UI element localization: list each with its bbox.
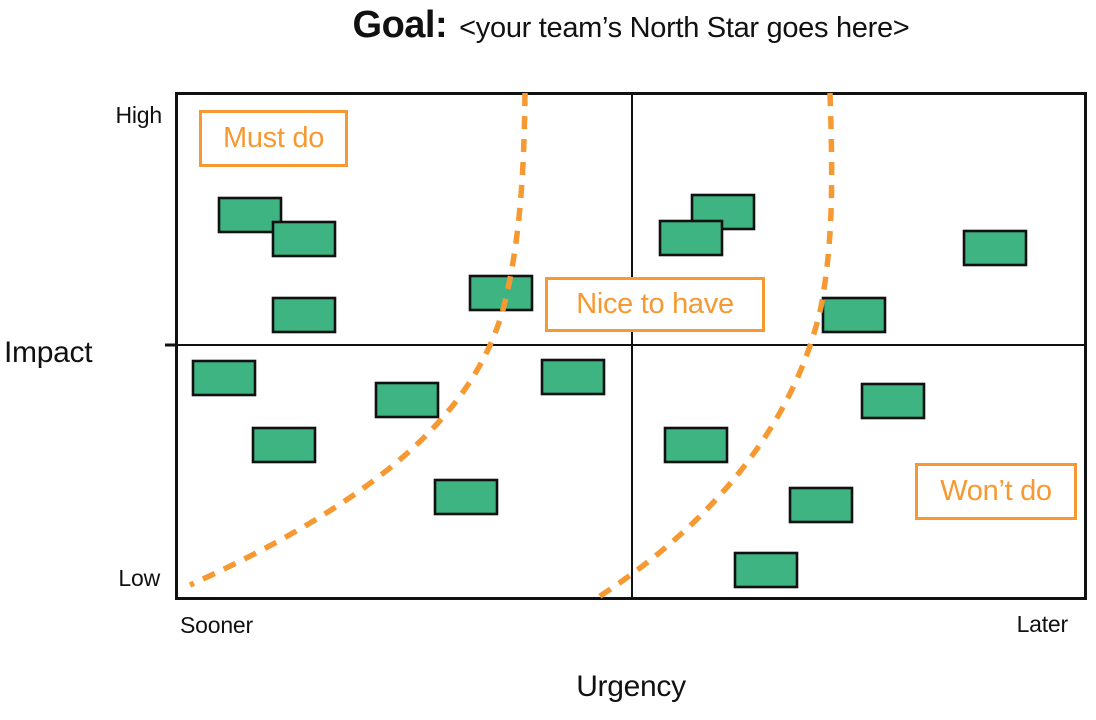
sticky-note[interactable] (468, 274, 534, 312)
y-axis-title: Impact (4, 336, 93, 369)
goal-placeholder-text: <your team’s North Star goes here> (459, 12, 910, 44)
x-axis-sooner-label: Sooner (180, 612, 253, 638)
sticky-note[interactable] (433, 478, 499, 516)
quadrant-label-text: Won’t do (940, 475, 1052, 507)
y-axis-low-label: Low (118, 565, 160, 591)
sticky-note[interactable] (658, 219, 724, 257)
quadrant-label-must-do[interactable]: Must do (199, 110, 348, 167)
sticky-note[interactable] (217, 196, 283, 234)
sticky-note[interactable] (860, 382, 926, 420)
frontier-curves-layer (188, 92, 835, 601)
quadrant-label-wont-do[interactable]: Won’t do (915, 463, 1077, 520)
sticky-note[interactable] (251, 426, 317, 464)
priority-frontier-inner (188, 92, 528, 588)
sticky-note[interactable] (821, 296, 887, 334)
sticky-notes-layer (191, 193, 1028, 589)
x-axis-title: Urgency (576, 670, 686, 703)
priority-frontier-outer (595, 92, 835, 601)
sticky-note[interactable] (540, 358, 606, 396)
sticky-note[interactable] (271, 220, 337, 258)
sticky-note[interactable] (663, 426, 729, 464)
quadrant-label-nice-to-have[interactable]: Nice to have (545, 277, 765, 332)
x-axis-later-label: Later (1016, 611, 1069, 637)
sticky-note[interactable] (788, 486, 854, 524)
matrix-canvas (165, 92, 1087, 601)
sticky-note[interactable] (191, 359, 257, 397)
page-title: Goal: <your team’s North Star goes here> (175, 4, 1087, 47)
sticky-note[interactable] (374, 381, 440, 419)
y-axis-high-label: High (115, 102, 162, 128)
sticky-note[interactable] (733, 551, 799, 589)
goal-label: Goal: (352, 4, 448, 46)
sticky-note[interactable] (962, 229, 1028, 267)
quadrant-label-text: Must do (222, 122, 325, 154)
sticky-note[interactable] (271, 296, 337, 334)
quadrant-label-text: Nice to have (576, 288, 734, 320)
